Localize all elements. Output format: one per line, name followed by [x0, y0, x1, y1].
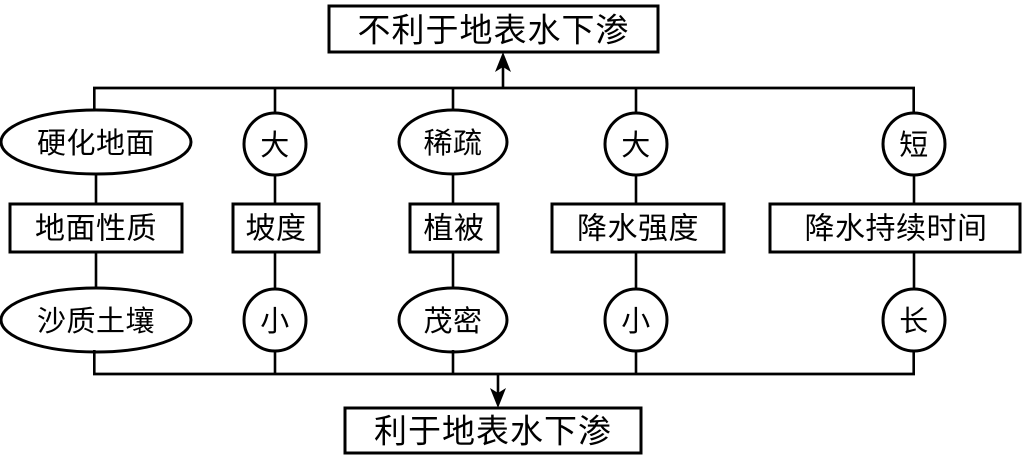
bottom-value-label-col3: 茂密 [423, 304, 482, 338]
top-outcome-node: 不利于地表水下渗 [327, 4, 660, 54]
top-value-label-col2: 大 [260, 128, 290, 162]
factor-label-col2: 坡度 [246, 212, 307, 247]
bottom-outcome-box [343, 406, 643, 455]
factor-box-col1 [8, 202, 184, 254]
top-outcome-box [327, 4, 660, 54]
top-outcome-label: 不利于地表水下渗 [358, 11, 630, 50]
bottom-value-label-col5: 长 [899, 304, 929, 338]
bottom-arrow [490, 374, 506, 408]
factor-box-col2 [231, 202, 321, 254]
column-rain-intensity: 大 降水强度 小 [550, 111, 726, 353]
top-arrow [495, 52, 511, 88]
column-vegetation: 稀疏 植被 茂密 [397, 108, 509, 354]
bottom-value-label-col1: 沙质土壤 [37, 304, 155, 338]
factor-box-col4 [550, 202, 726, 254]
bottom-value-label-col4: 小 [621, 304, 651, 338]
factor-label-col5: 降水持续时间 [805, 212, 988, 247]
top-value-label-col5: 短 [899, 128, 929, 162]
top-value-label-col3: 稀疏 [423, 126, 482, 160]
factor-box-col5 [768, 202, 1022, 254]
top-bus [93, 86, 916, 113]
factor-label-col1: 地面性质 [35, 212, 157, 247]
column-ground-property: 硬化地面 地面性质 沙质土壤 [0, 108, 193, 354]
top-arrow-head [495, 52, 511, 72]
bottom-outcome-node: 利于地表水下渗 [343, 406, 643, 455]
bottom-value-label-col2: 小 [260, 304, 290, 338]
top-value-label-col1: 硬化地面 [37, 126, 155, 160]
bottom-arrow-head [490, 388, 506, 408]
top-value-label-col4: 大 [621, 128, 651, 162]
bottom-outcome-label: 利于地表水下渗 [374, 412, 612, 451]
column-slope: 大 坡度 小 [231, 111, 321, 353]
factor-label-col3: 植被 [424, 212, 485, 247]
factor-label-col4: 降水强度 [577, 212, 699, 247]
bottom-bus [93, 350, 916, 376]
bottom-value-shape-col1 [0, 286, 193, 354]
column-rain-duration: 短 降水持续时间 长 [768, 111, 1022, 353]
